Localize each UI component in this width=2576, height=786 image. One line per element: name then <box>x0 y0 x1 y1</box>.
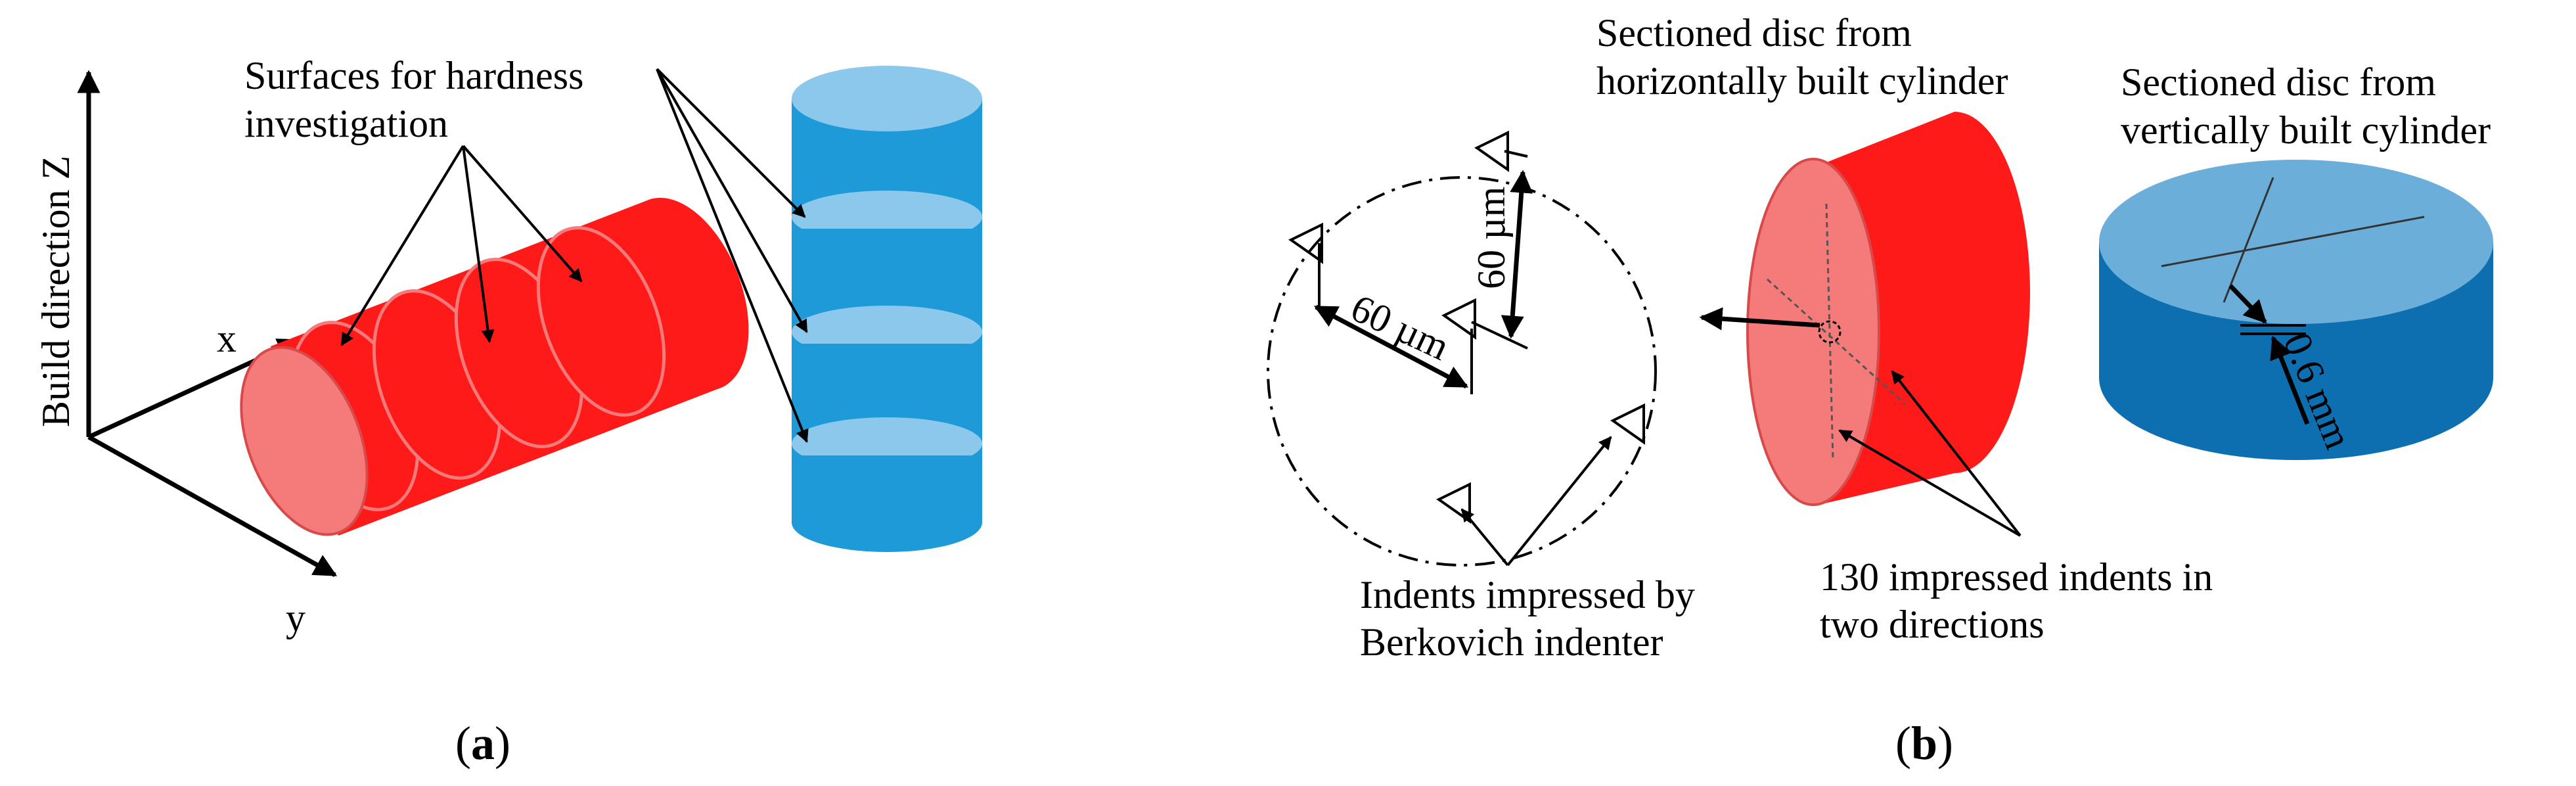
coordinate-axes: Build direction Z x y <box>34 70 338 639</box>
vertical-cylinder-stack <box>792 66 982 552</box>
panel-a: Build direction Z x y <box>34 54 982 770</box>
callout-arrow-3 <box>462 145 583 283</box>
vertical-disc-bottom <box>2099 296 2493 460</box>
magnified-spot <box>1818 320 1842 344</box>
caption-b: (b) <box>1895 717 1953 770</box>
indents-label-line-2: Berkovich indenter <box>1360 620 1663 664</box>
band-cover-3 <box>792 455 982 483</box>
panel-b: 60 µm 60 µm Indents impressed by Berkovi… <box>1267 11 2493 770</box>
disc-indent-line-1 <box>1766 278 1907 405</box>
indents-callout: Indents impressed by Berkovich indenter <box>1360 436 1695 664</box>
dimension-lines: 60 µm 60 µm <box>1313 150 1533 394</box>
band-cover-1 <box>792 229 982 256</box>
indents-130-label-line-2: two directions <box>1820 603 2045 646</box>
indents-arrow-2 <box>1506 436 1612 566</box>
callout-line-2: investigation <box>244 102 448 145</box>
horizontal-cylinder-end-face <box>240 346 369 536</box>
indents-130-arrow-1 <box>1838 429 2022 537</box>
ext-line-2 <box>1471 321 1528 350</box>
vertical-disc: 0.6 mm <box>2099 160 2493 460</box>
indent-triangle-4 <box>1610 403 1645 445</box>
dim-line-vertical <box>1501 170 1533 339</box>
indents-130-label-line-1: 130 impressed indents in <box>1820 555 2213 599</box>
indents-label-line-1: Indents impressed by <box>1360 573 1695 616</box>
caption-b-letter: b <box>1911 717 1937 770</box>
indents-arrow-1 <box>1460 508 1509 566</box>
horizontal-cylinder <box>240 197 749 536</box>
vertical-cylinder-top <box>792 66 982 131</box>
berkovich-indents <box>1288 130 1645 524</box>
horizontal-disc-face <box>1746 158 1880 506</box>
v-disc-label-line-1: Sectioned disc from <box>2121 60 2436 104</box>
v-disc-indent-line-2 <box>2223 177 2274 303</box>
dim-line-horizontal <box>1313 304 1469 389</box>
h-disc-label-line-2: horizontally built cylinder <box>1596 59 2008 103</box>
callout-arrow-1 <box>340 145 464 346</box>
h-disc-label-line-1: Sectioned disc from <box>1596 11 1912 55</box>
v-disc-indent-line-1 <box>2161 216 2425 267</box>
z-axis-label: Build direction Z <box>34 156 78 427</box>
hardness-callout: Surfaces for hardness investigation <box>244 54 809 443</box>
indents-130-arrow-2 <box>1891 370 2022 537</box>
thickness-arrow-2 <box>2270 335 2310 425</box>
ext-line-1 <box>1504 150 1528 158</box>
dim-label-horizontal: 60 µm <box>1345 286 1457 369</box>
y-axis-label: y <box>286 596 305 639</box>
y-axis <box>87 434 338 578</box>
band-cover-2 <box>792 344 982 371</box>
caption-a-letter: a <box>471 717 495 770</box>
vertical-cylinder-bottom-edge <box>792 493 982 552</box>
indent-triangle-2 <box>1288 222 1323 264</box>
dim-label-vertical: 60 µm <box>1470 187 1513 289</box>
magnification-arrow <box>1699 307 1820 331</box>
callout-arrow-5 <box>656 68 808 333</box>
indents-130-callout: 130 impressed indents in two directions <box>1820 370 2213 646</box>
disc-indent-line-2 <box>1825 203 1834 461</box>
caption-a: (a) <box>455 717 510 770</box>
callout-line-1: Surfaces for hardness <box>244 54 583 97</box>
magnified-view-circle <box>1267 176 1657 566</box>
indent-triangle-1 <box>1474 130 1509 172</box>
callout-arrow-4 <box>656 68 806 218</box>
horizontal-disc <box>1699 112 2030 506</box>
callout-arrow-6 <box>656 68 809 443</box>
callout-arrow-2 <box>462 145 495 343</box>
indent-triangle-5 <box>1436 482 1471 524</box>
thickness-arrow-1 <box>2228 284 2267 324</box>
x-axis-label: x <box>217 317 237 360</box>
v-disc-label-line-2: vertically built cylinder <box>2121 108 2491 152</box>
